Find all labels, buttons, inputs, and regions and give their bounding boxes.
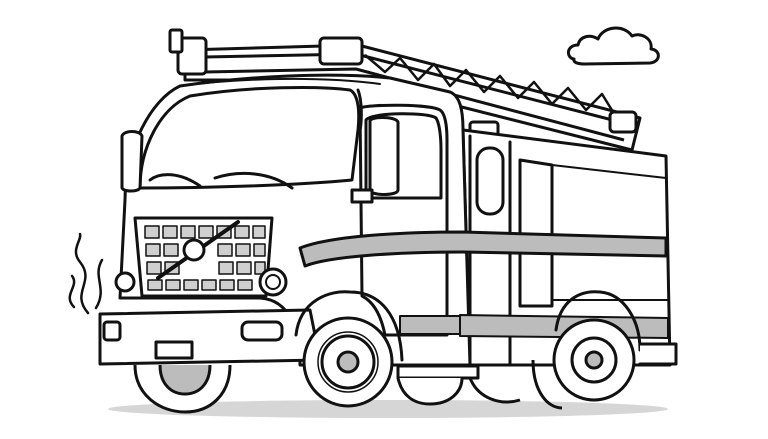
wheels bbox=[133, 316, 636, 414]
headlight-right bbox=[258, 267, 288, 297]
cab-door bbox=[358, 103, 449, 337]
front-bumper bbox=[98, 308, 322, 366]
license-plate bbox=[154, 340, 194, 360]
extension-ladder bbox=[168, 28, 642, 152]
rear-window bbox=[475, 146, 505, 216]
fire-truck bbox=[98, 73, 678, 380]
front-mirror bbox=[120, 130, 144, 193]
fog-light-right bbox=[240, 320, 284, 342]
wheel-front-right bbox=[302, 316, 394, 408]
headlight-left bbox=[114, 271, 136, 293]
wiper-left bbox=[148, 173, 202, 188]
side-mirror bbox=[368, 116, 400, 196]
fog-light-left bbox=[102, 320, 122, 342]
ground-shadow bbox=[108, 400, 668, 418]
side-stripe bbox=[298, 230, 668, 268]
wheel-rear bbox=[552, 318, 636, 402]
cloud bbox=[567, 26, 660, 66]
wheel-front-left bbox=[133, 364, 232, 414]
wiper-right bbox=[213, 171, 294, 190]
wheel-rear-inner bbox=[396, 359, 563, 410]
smoke bbox=[68, 232, 104, 315]
windshield bbox=[138, 86, 361, 190]
